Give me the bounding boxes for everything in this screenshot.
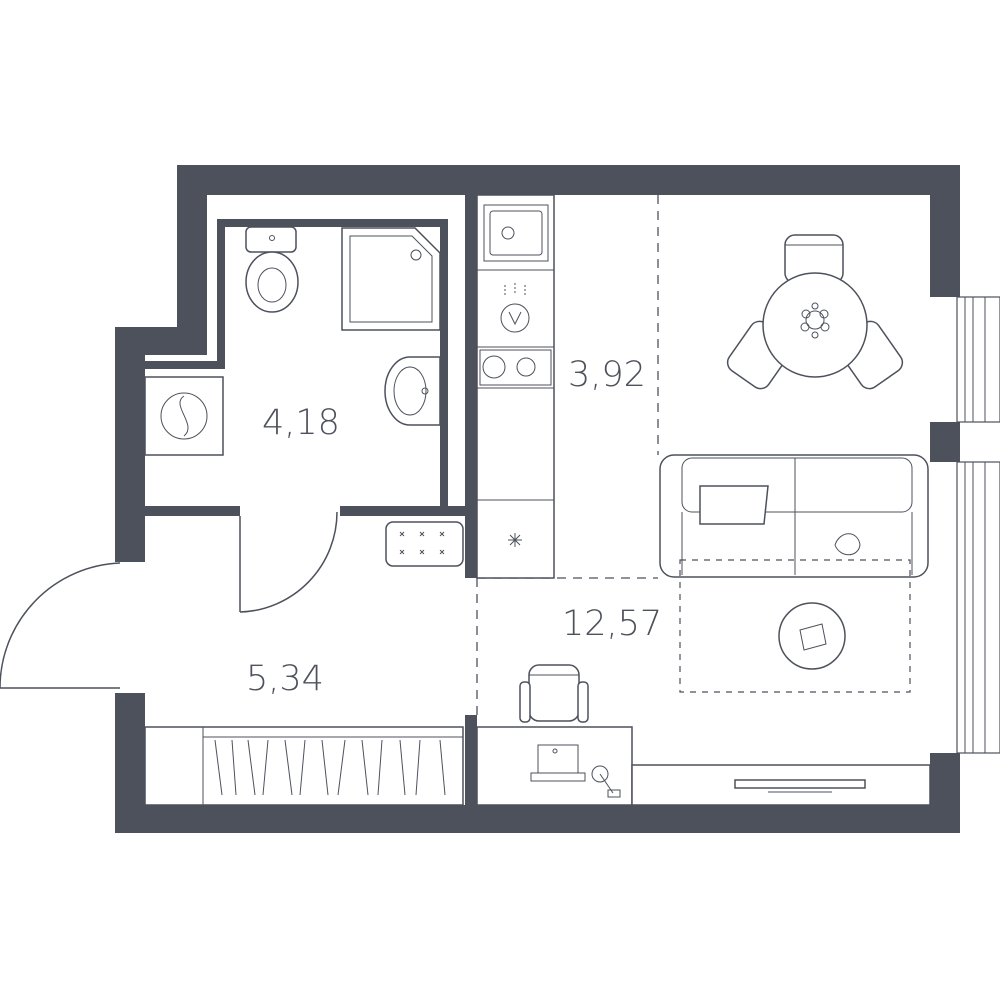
wall-bottom [115, 805, 960, 833]
wall-bath-bottom-left [140, 506, 240, 516]
wall-bath-bottom-right2 [440, 506, 477, 516]
laptop-icon [530, 744, 586, 782]
kitchen-sink-icon [483, 204, 549, 262]
shower-tray-icon [341, 227, 441, 331]
sink-icon [384, 356, 441, 426]
office-chair-icon [519, 664, 589, 723]
wall-left-upper [177, 165, 207, 355]
wall-partition-vertical [465, 195, 477, 578]
dishwasher-icon [500, 283, 530, 333]
wardrobe-icon [144, 726, 464, 806]
kitchen-area-label: 3,92 [568, 355, 646, 395]
desk-lamp-icon [591, 765, 621, 798]
wall-bath-left [217, 219, 225, 367]
wall-partition-lower [465, 715, 477, 810]
wall-bath-bottom-right [340, 506, 470, 516]
shoe-cabinet-icon [385, 521, 464, 567]
wall-right-top [930, 165, 960, 297]
wall-right-bottom [930, 753, 960, 833]
kitchen-counter [476, 194, 555, 579]
wall-bath-right [440, 219, 448, 509]
sofa-icon [659, 454, 929, 578]
zone-dividers [476, 195, 659, 715]
dining-table-icon [726, 234, 904, 390]
entrance-door-icon [0, 562, 121, 689]
tv-icon [734, 779, 866, 793]
hallway-area-label: 5,34 [246, 659, 324, 699]
living-area-label: 12,57 [562, 604, 662, 644]
wall-bath-top [217, 219, 447, 227]
washing-machine-icon [144, 376, 224, 456]
desk-icon [476, 726, 633, 806]
toilet-icon [245, 226, 299, 313]
wall-top [177, 165, 960, 195]
walls [115, 165, 960, 833]
window-lower [956, 461, 1000, 754]
hob-icon [479, 349, 552, 386]
wall-bath-step [140, 361, 225, 369]
wall-right-middle [930, 422, 960, 462]
fridge-icon [508, 533, 522, 547]
coffee-table-icon [778, 602, 846, 670]
bathroom-area-label: 4,18 [262, 403, 340, 443]
window-upper [956, 296, 1000, 423]
bathroom-door-icon [239, 511, 338, 613]
